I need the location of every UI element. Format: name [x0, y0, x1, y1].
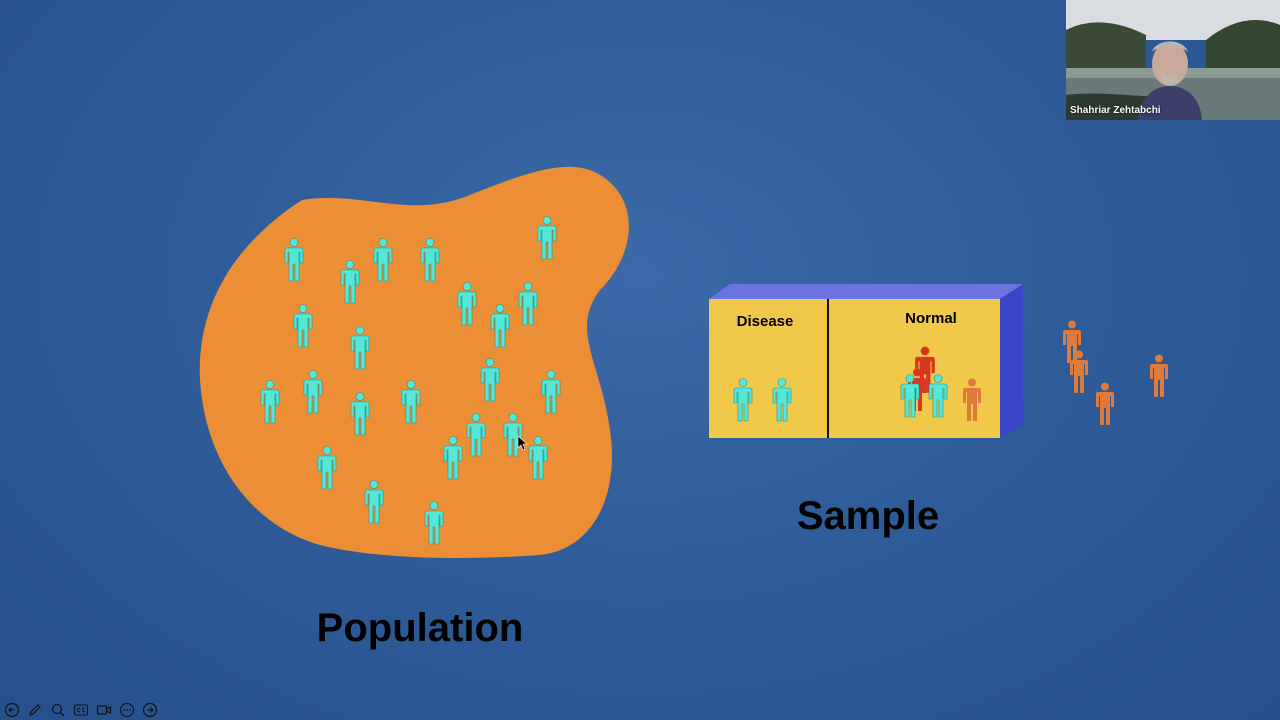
participant-video-tile[interactable]: Shahriar Zehtabchi [1066, 0, 1280, 120]
sample-box-face [709, 299, 1000, 438]
disease-label: Disease [737, 313, 794, 330]
participant-name: Shahriar Zehtabchi [1070, 105, 1161, 116]
presenter-toolbar [0, 700, 160, 720]
captions-icon [73, 704, 89, 716]
next-slide-button[interactable] [140, 701, 160, 719]
video-camera-icon [96, 705, 112, 715]
video-feed [1066, 0, 1280, 120]
population-blob [199, 166, 629, 558]
sample-box-top [709, 284, 1023, 299]
outside-figures [1063, 320, 1168, 425]
mouse-cursor-icon [517, 435, 528, 451]
previous-slide-button[interactable] [2, 701, 22, 719]
video-button[interactable] [94, 701, 114, 719]
arrow-right-icon [142, 702, 158, 718]
pen-button[interactable] [25, 701, 45, 719]
pen-icon [29, 704, 41, 716]
sample-box: Disease Normal [709, 284, 1023, 438]
person-icon [1070, 350, 1088, 393]
person-icon [1150, 354, 1168, 397]
ellipsis-icon [119, 702, 135, 718]
normal-label: Normal [905, 310, 957, 327]
person-icon [1096, 382, 1114, 425]
zoom-button[interactable] [48, 701, 68, 719]
arrow-left-icon [4, 702, 20, 718]
population-label: Population [316, 606, 524, 650]
sample-box-side [1000, 284, 1023, 438]
sample-label: Sample [796, 494, 940, 538]
magnifier-icon [51, 703, 65, 717]
captions-button[interactable] [71, 701, 91, 719]
more-options-button[interactable] [117, 701, 137, 719]
